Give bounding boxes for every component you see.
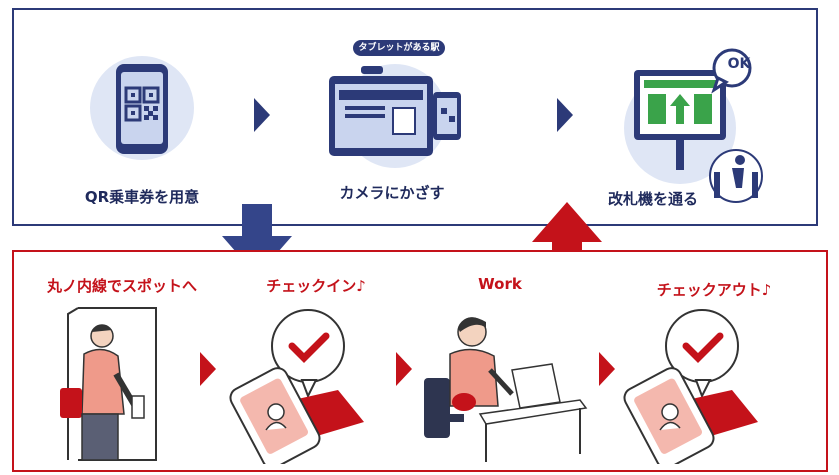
- phone-check-icon: [226, 304, 380, 464]
- person-at-laptop-icon: [420, 304, 590, 464]
- ok-bubble: OK: [727, 56, 751, 72]
- step-label-spot: 丸ノ内線でスポットへ: [46, 277, 197, 295]
- tablet-camera-icon: [325, 58, 465, 170]
- chevron-right-icon: [557, 98, 573, 132]
- tablet-station-badge: タブレットがある駅: [353, 40, 445, 56]
- person-opening-door-icon: [44, 304, 174, 464]
- step-label-gate: 改札機を通る: [607, 190, 698, 208]
- step-label-checkout: チェックアウト♪: [656, 281, 772, 299]
- step-label-qr: QR乗車券を用意: [84, 188, 200, 206]
- chevron-right-icon: [254, 98, 270, 132]
- chevron-right-icon: [396, 352, 412, 386]
- step-label-checkin: チェックイン♪: [266, 277, 366, 295]
- chevron-right-icon: [599, 352, 615, 386]
- qr-phone-icon: [86, 52, 198, 164]
- phone-check-icon: [620, 304, 774, 464]
- step-label-camera: カメラにかざす: [339, 184, 445, 202]
- ticket-gate-icon: [614, 48, 764, 208]
- step-label-work: Work: [478, 275, 522, 293]
- chevron-right-icon: [200, 352, 216, 386]
